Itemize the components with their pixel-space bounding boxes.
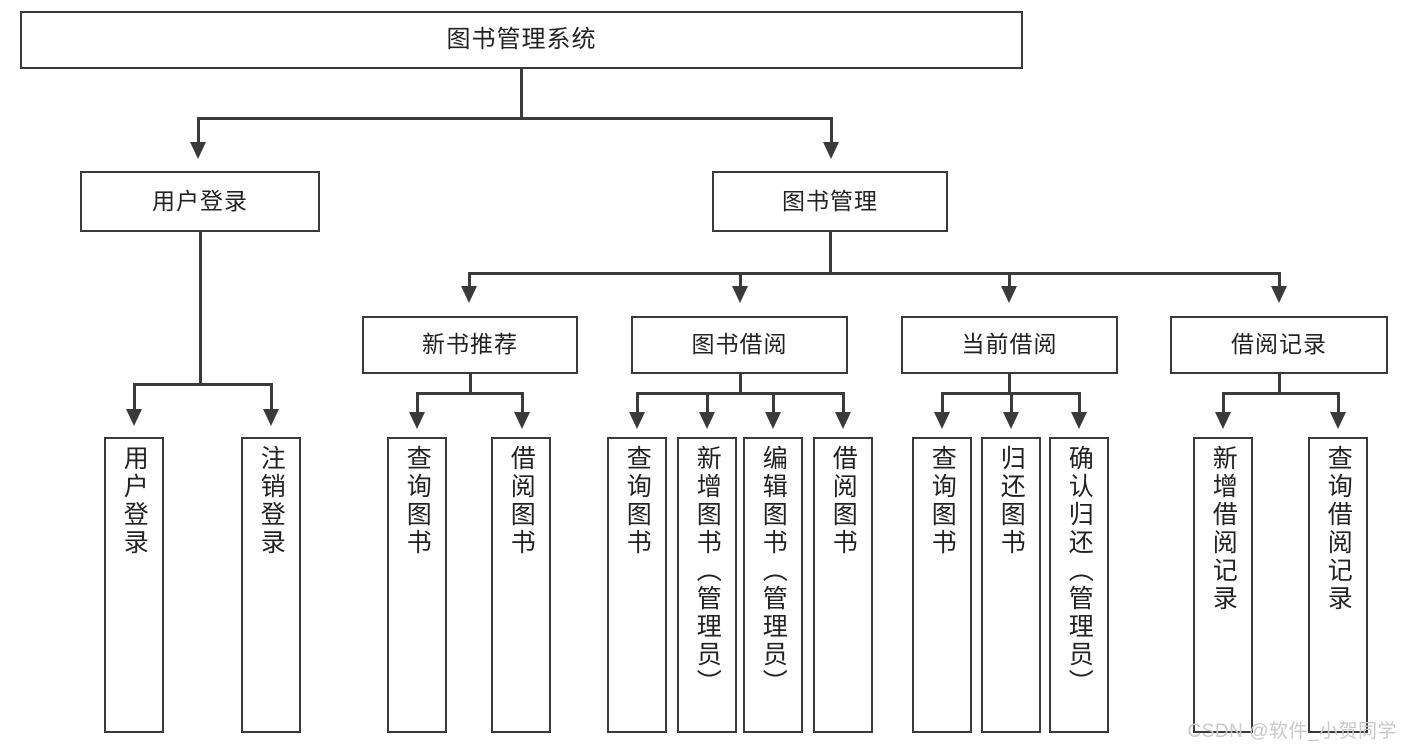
- connector-user-login-bus: [133, 383, 270, 386]
- connector-book-borrow-to-leaf-3: [772, 392, 775, 414]
- node-label: 查询图书: [623, 445, 652, 557]
- connector-user-login-to-leaf-2: [270, 383, 273, 411]
- connector-borrow-record-to-leaf-2: [1337, 392, 1340, 414]
- connector-root-bus: [197, 117, 832, 120]
- leaf-add-book-admin[interactable]: 新增图书（管理员）: [677, 437, 737, 733]
- connector-book-manage-to-current-borrow: [1008, 272, 1011, 288]
- node-label: 用户登录: [152, 187, 248, 214]
- leaf-query-book-borrow[interactable]: 查询图书: [607, 437, 667, 733]
- connector-book-manage-to-borrow-record: [1278, 272, 1281, 288]
- connector-root-to-user-login: [197, 117, 200, 144]
- node-label: 借阅记录: [1231, 331, 1327, 358]
- arrow-book-borrow-to-leaf-2: [699, 412, 715, 429]
- arrow-book-manage-to-book-borrow: [732, 286, 748, 303]
- node-current-borrow[interactable]: 当前借阅: [901, 316, 1118, 374]
- node-label: 图书管理系统: [446, 25, 597, 53]
- node-label: 注销登录: [257, 445, 286, 557]
- arrow-user-login-to-leaf-1: [126, 409, 142, 426]
- connector-current-borrow-stem: [1008, 374, 1011, 394]
- connector-root-to-book-manage: [830, 117, 833, 144]
- arrow-current-borrow-to-leaf-3: [1071, 412, 1087, 429]
- leaf-return-book[interactable]: 归还图书: [981, 437, 1041, 733]
- leaf-confirm-return-admin[interactable]: 确认归还（管理员）: [1049, 437, 1109, 733]
- arrow-current-borrow-to-leaf-2: [1003, 412, 1019, 429]
- node-label: 查询图书: [403, 445, 432, 557]
- leaf-user-login[interactable]: 用户登录: [104, 437, 164, 733]
- arrow-book-manage-to-new-book: [461, 286, 477, 303]
- connector-book-borrow-bus: [636, 392, 844, 395]
- arrow-root-to-book-manage: [823, 142, 839, 159]
- node-label: 借阅图书: [829, 445, 858, 557]
- connector-book-manage-to-book-borrow: [739, 272, 742, 288]
- leaf-query-borrow-record[interactable]: 查询借阅记录: [1308, 437, 1368, 733]
- arrow-book-borrow-to-leaf-1: [629, 412, 645, 429]
- arrow-new-book-to-leaf-2: [514, 412, 530, 429]
- leaf-edit-book-admin[interactable]: 编辑图书（管理员）: [743, 437, 803, 733]
- arrow-borrow-record-to-leaf-1: [1215, 412, 1231, 429]
- connector-user-login-stem: [199, 232, 202, 385]
- node-label: 归还图书: [997, 445, 1026, 557]
- arrow-book-manage-to-borrow-record: [1271, 286, 1287, 303]
- leaf-add-borrow-record[interactable]: 新增借阅记录: [1193, 437, 1253, 733]
- connector-current-borrow-to-leaf-2: [1010, 392, 1013, 414]
- connector-book-borrow-to-leaf-1: [636, 392, 639, 414]
- connector-borrow-record-bus: [1222, 392, 1338, 395]
- connector-borrow-record-to-leaf-1: [1222, 392, 1225, 414]
- arrow-user-login-to-leaf-2: [263, 409, 279, 426]
- node-label: 用户登录: [120, 445, 149, 557]
- leaf-query-book-newbook[interactable]: 查询图书: [387, 437, 447, 733]
- node-new-book-recommend[interactable]: 新书推荐: [362, 316, 578, 374]
- connector-current-borrow-to-leaf-1: [941, 392, 944, 414]
- node-book-borrow[interactable]: 图书借阅: [631, 316, 848, 374]
- node-label: 查询图书: [928, 445, 957, 557]
- leaf-user-logout[interactable]: 注销登录: [241, 437, 301, 733]
- connector-new-book-stem: [469, 374, 472, 394]
- node-label: 查询借阅记录: [1324, 445, 1353, 613]
- node-label: 新增图书（管理员）: [693, 445, 722, 697]
- leaf-borrow-book-newbook[interactable]: 借阅图书: [491, 437, 551, 733]
- arrow-borrow-record-to-leaf-2: [1330, 412, 1346, 429]
- arrow-book-borrow-to-leaf-4: [835, 412, 851, 429]
- connector-book-manage-bus: [468, 272, 1280, 275]
- connector-current-borrow-to-leaf-3: [1078, 392, 1081, 414]
- connector-book-borrow-to-leaf-2: [706, 392, 709, 414]
- connector-new-book-bus: [416, 392, 522, 395]
- node-borrow-record[interactable]: 借阅记录: [1170, 316, 1388, 374]
- arrow-book-borrow-to-leaf-3: [765, 412, 781, 429]
- arrow-root-to-user-login: [190, 142, 206, 159]
- node-label: 编辑图书（管理员）: [759, 445, 788, 697]
- node-user-login[interactable]: 用户登录: [80, 171, 320, 232]
- arrow-new-book-to-leaf-1: [409, 412, 425, 429]
- connector-book-manage-stem: [829, 232, 832, 274]
- node-label: 图书管理: [782, 187, 878, 214]
- connector-root-stem: [520, 69, 523, 119]
- node-root-system[interactable]: 图书管理系统: [20, 11, 1023, 69]
- node-label: 新书推荐: [422, 331, 518, 358]
- arrow-current-borrow-to-leaf-1: [934, 412, 950, 429]
- node-label: 新增借阅记录: [1209, 445, 1238, 613]
- connector-new-book-to-leaf-1: [416, 392, 419, 414]
- leaf-query-book-current[interactable]: 查询图书: [912, 437, 972, 733]
- connector-borrow-record-stem: [1278, 374, 1281, 394]
- arrow-book-manage-to-current-borrow: [1001, 286, 1017, 303]
- connector-book-manage-to-new-book: [468, 272, 471, 288]
- node-label: 图书借阅: [691, 331, 788, 358]
- node-label: 借阅图书: [507, 445, 536, 557]
- leaf-borrow-book-borrow[interactable]: 借阅图书: [813, 437, 873, 733]
- node-book-manage[interactable]: 图书管理: [712, 171, 948, 232]
- node-label: 当前借阅: [961, 331, 1058, 358]
- connector-book-borrow-to-leaf-4: [842, 392, 845, 414]
- connector-book-borrow-stem: [739, 374, 742, 394]
- connector-user-login-to-leaf-1: [133, 383, 136, 411]
- connector-new-book-to-leaf-2: [521, 392, 524, 414]
- node-label: 确认归还（管理员）: [1065, 445, 1094, 697]
- csdn-watermark: CSDN @软件_小贺同学: [1187, 721, 1397, 742]
